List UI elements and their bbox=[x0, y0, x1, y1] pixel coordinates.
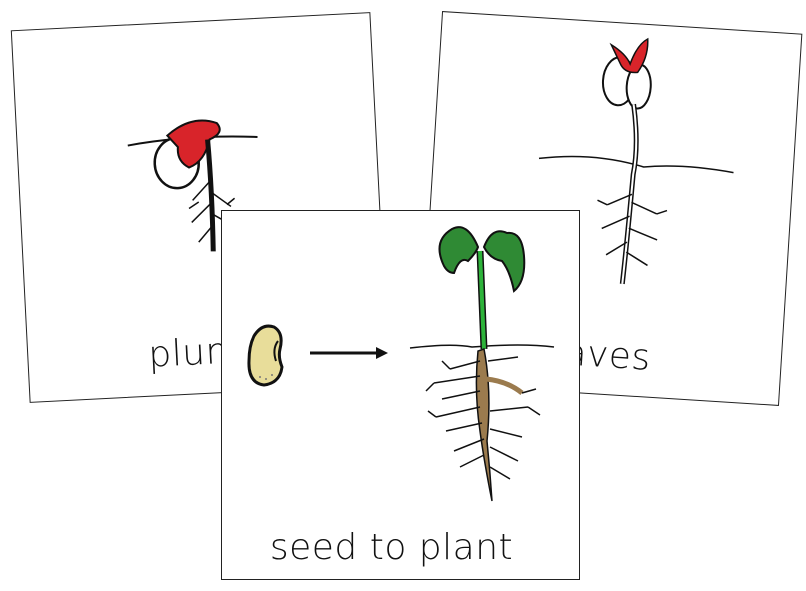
arrow-icon bbox=[310, 347, 388, 359]
seed-icon bbox=[247, 324, 284, 387]
card-label: seed to plant bbox=[269, 527, 514, 568]
plant-icon bbox=[409, 226, 555, 502]
card-seed-to-plant: seed to plant bbox=[221, 210, 580, 580]
card-leaves: leaves bbox=[418, 11, 803, 406]
plumule-illustration bbox=[127, 119, 258, 252]
seed-to-plant-illustration bbox=[247, 226, 555, 502]
card-plumule: plumule bbox=[10, 12, 390, 403]
seedling-illustration bbox=[538, 37, 734, 285]
